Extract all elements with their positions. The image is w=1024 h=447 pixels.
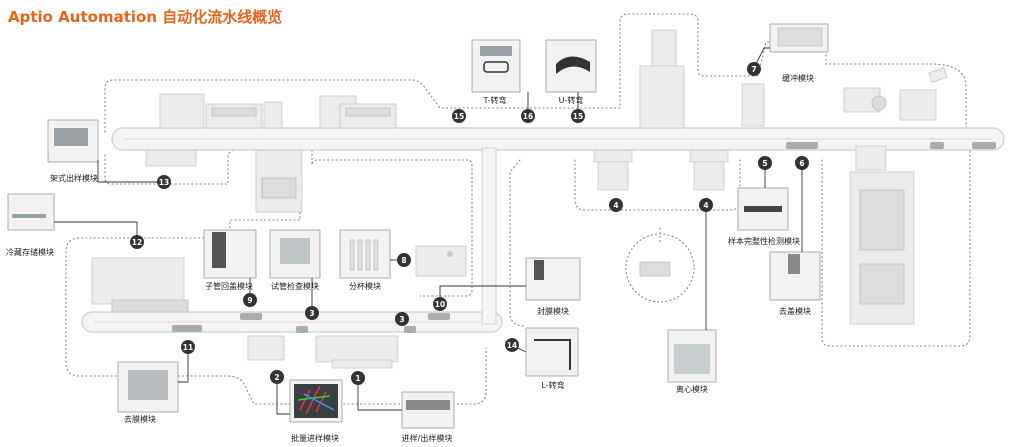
marker-14: 14 [505,338,519,352]
label-rack-output: 架式出样模块 [50,174,98,183]
svg-text:13: 13 [159,178,169,187]
label-aliquot: 分杯模块 [349,282,381,291]
label-cold-storage: 冷藏存储模块 [6,248,54,257]
marker-7: 7 [747,62,761,76]
marker-4-right: 4 [699,198,713,212]
svg-text:15: 15 [573,112,583,121]
label-u-turn: U-转弯 [558,96,584,105]
label-buffer: 缓冲模块 [782,74,814,83]
svg-text:16: 16 [523,112,533,121]
marker-6: 6 [795,156,809,170]
marker-10: 10 [433,297,447,311]
svg-text:1: 1 [355,374,360,383]
svg-text:8: 8 [401,256,406,265]
marker-11: 11 [181,340,195,354]
module-photos [7,23,829,429]
marker-12: 12 [130,235,144,249]
label-sealer: 封膜模块 [537,307,569,316]
dotted-outline [65,13,971,405]
marker-15-right: 15 [571,109,585,123]
marker-13: 13 [157,175,171,189]
svg-text:7: 7 [751,65,756,74]
svg-text:4: 4 [613,201,618,210]
label-decapper: 去盖模块 [779,307,811,316]
marker-2: 2 [270,370,284,384]
label-l-turn: L-转弯 [541,381,565,390]
equipment [91,29,948,369]
label-bulk-input: 批量进样模块 [291,434,339,443]
svg-text:5: 5 [762,159,767,168]
marker-9: 9 [243,293,257,307]
svg-text:6: 6 [799,159,804,168]
marker-1: 1 [351,371,365,385]
marker-8: 8 [397,253,411,267]
markers: 15 16 15 7 13 12 9 3 8 10 3 11 2 1 14 4 … [130,62,809,385]
svg-text:12: 12 [132,238,142,247]
label-desealer: 去膜模块 [124,415,156,424]
page-title: Aptio Automation 自动化流水线概览 [8,8,283,26]
svg-text:4: 4 [703,201,708,210]
label-io-module: 进样/出样模块 [401,434,453,443]
marker-3-left: 3 [305,306,319,320]
marker-3-right: 3 [395,312,409,326]
svg-text:14: 14 [507,341,517,350]
conveyor-tracks [81,127,1005,333]
svg-text:10: 10 [435,300,445,309]
svg-text:3: 3 [309,309,314,318]
label-recapper: 子管回盖模块 [205,282,253,291]
marker-16: 16 [521,109,535,123]
svg-text:3: 3 [399,315,404,324]
marker-5: 5 [758,156,772,170]
marker-15-left: 15 [452,109,466,123]
label-tube-check: 试管检查模块 [271,282,319,291]
svg-text:11: 11 [183,343,193,352]
label-sample-integrity: 样本完整性检测模块 [728,237,800,246]
label-t-turn: T-转弯 [483,96,507,105]
svg-text:9: 9 [247,296,252,305]
svg-text:2: 2 [274,373,279,382]
svg-text:15: 15 [454,112,464,121]
label-centrifuge: 离心模块 [676,385,708,394]
marker-4-left: 4 [609,198,623,212]
